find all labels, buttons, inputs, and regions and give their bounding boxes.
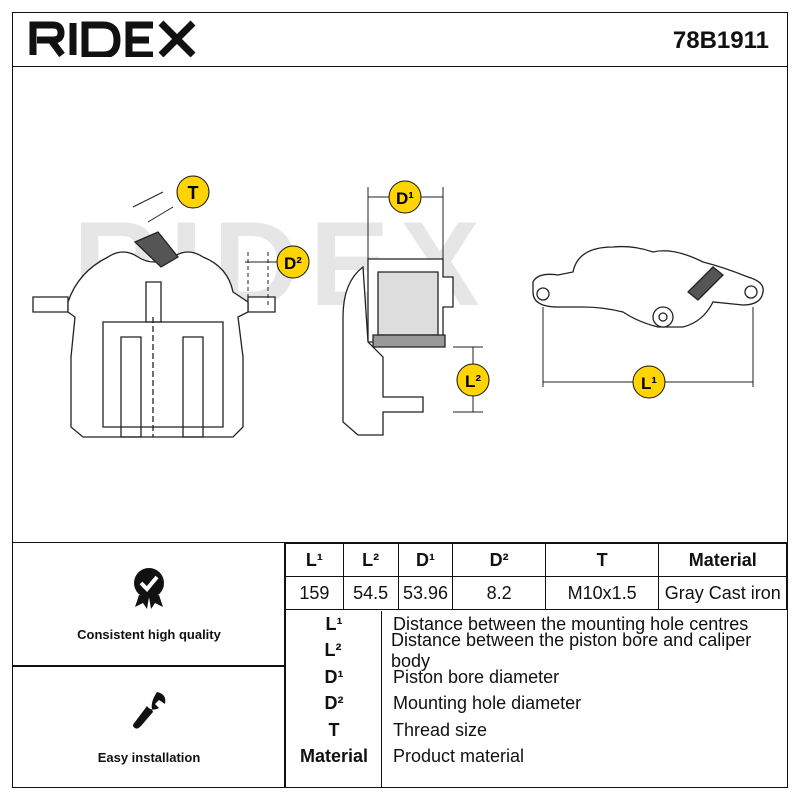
- value-L1: 159: [285, 576, 344, 610]
- legend-key: Material: [299, 746, 369, 767]
- dimensions-header-row: L¹ L² D¹ D² T Material: [285, 543, 787, 577]
- legend-divider: [381, 611, 382, 787]
- quality-badge-icon: [134, 568, 164, 609]
- legend-row: Material Product material: [285, 744, 787, 771]
- callout-L1: L¹: [632, 365, 666, 399]
- feature-quality-label: Consistent high quality: [77, 627, 221, 642]
- feature-divider: [13, 665, 285, 667]
- legend-list: L¹ Distance between the mounting hole ce…: [285, 611, 787, 787]
- legend-text: Mounting hole diameter: [393, 693, 582, 714]
- callout-T-label: T: [188, 183, 199, 203]
- callout-T: T: [132, 175, 210, 223]
- spec-panel: Consistent high quality Easy installatio…: [12, 542, 788, 788]
- value-D2: 8.2: [452, 576, 546, 610]
- legend-key: L²: [324, 640, 342, 661]
- callout-D1-label: D¹: [396, 189, 414, 208]
- callout-D2: D²: [245, 245, 310, 307]
- header-L1: L¹: [285, 543, 344, 577]
- brand-logo: [29, 17, 199, 67]
- legend-text: Distance between the piston bore and cal…: [391, 629, 752, 671]
- feature-installation-label: Easy installation: [97, 750, 201, 765]
- caliper-section-view: [342, 187, 483, 436]
- value-L2: 54.5: [342, 576, 399, 610]
- callout-L2: L²: [456, 363, 490, 397]
- legend-text: Piston bore diameter: [393, 666, 560, 687]
- callout-L2-label: L²: [465, 372, 481, 391]
- callout-D2-label: D²: [284, 254, 302, 273]
- value-T: M10x1.5: [544, 576, 660, 610]
- header-L2: L²: [342, 543, 399, 577]
- spec-divider: [284, 543, 286, 787]
- callout-D1: D¹: [388, 180, 422, 214]
- legend-key: L¹: [325, 613, 343, 634]
- dimensions-value-row: 159 54.5 53.96 8.2 M10x1.5 Gray Cast iro…: [285, 576, 787, 610]
- caliper-front-view: [32, 231, 276, 438]
- header-bar: 78B1911: [12, 12, 788, 67]
- technical-drawing: RIDEX T D²: [12, 67, 788, 542]
- legend-row: D¹ Piston bore diameter: [285, 664, 787, 691]
- legend-text: Thread size: [393, 719, 488, 740]
- callout-L1-label: L¹: [641, 374, 657, 393]
- value-material: Gray Cast iron: [658, 576, 787, 610]
- dimensions-table: L¹ L² D¹ D² T Material 159 54.5 53.96 8.…: [285, 543, 787, 610]
- legend-key: D²: [324, 693, 344, 714]
- feature-quality: Consistent high quality: [13, 543, 285, 665]
- legend-key: D¹: [324, 666, 344, 687]
- legend-text: Product material: [393, 746, 525, 767]
- legend-key: T: [328, 719, 340, 740]
- legend-row: D² Mounting hole diameter: [285, 691, 787, 718]
- legend-row: T Thread size: [285, 717, 787, 744]
- caliper-drawing: RIDEX T D²: [32, 175, 764, 438]
- legend-row: L² Distance between the piston bore and …: [285, 630, 787, 671]
- part-number: 78B1911: [672, 27, 769, 54]
- ridex-logo-icon: [29, 20, 196, 59]
- value-D1: 53.96: [397, 576, 454, 610]
- caliper-top-view: [532, 245, 764, 387]
- wrench-icon: [133, 692, 166, 729]
- legend-row: L¹ Distance between the mounting hole ce…: [285, 611, 787, 638]
- feature-installation: Easy installation: [13, 666, 285, 788]
- legend-text: Distance between the mounting hole centr…: [393, 613, 749, 634]
- header-T: T: [544, 543, 660, 577]
- header-D2: D²: [452, 543, 546, 577]
- header-material: Material: [658, 543, 787, 577]
- header-D1: D¹: [397, 543, 454, 577]
